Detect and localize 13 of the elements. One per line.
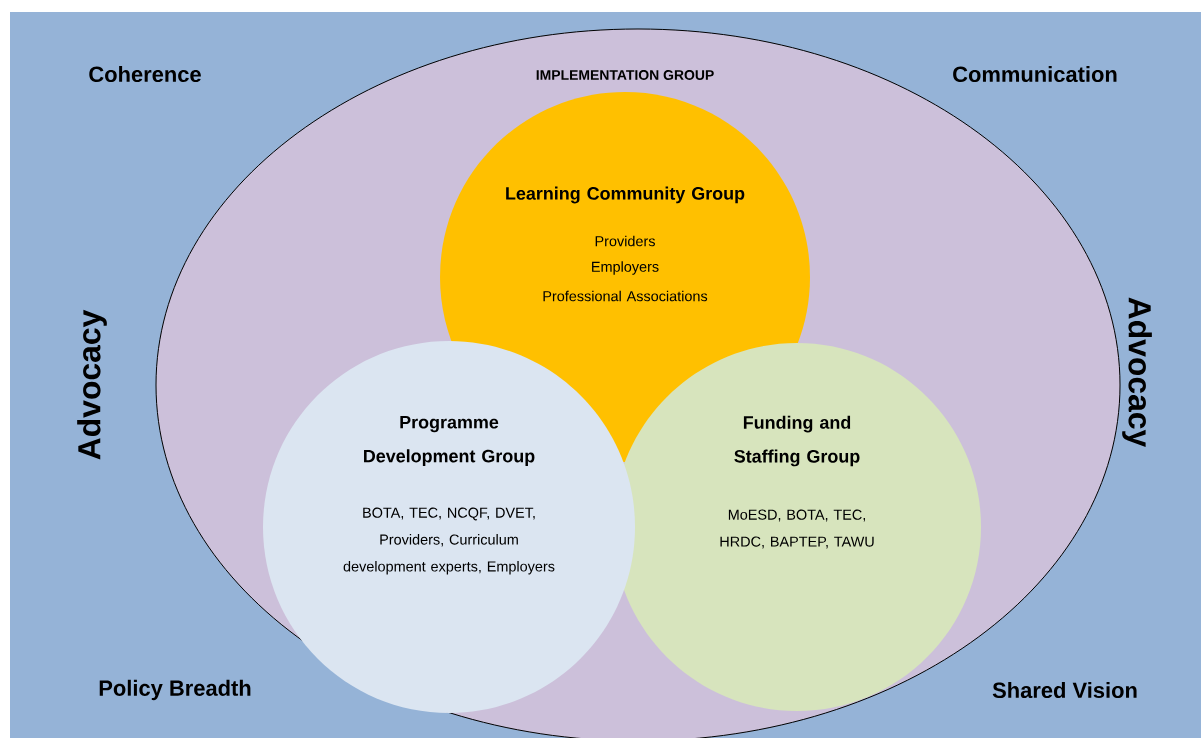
group-title: Learning Community Group <box>506 186 745 204</box>
group-title: Programme Development Group <box>364 416 535 466</box>
member-list: MoESD, BOTA, TEC, HRDC, BAPTEP, TAWU <box>720 509 874 549</box>
member-list: Professional Associations <box>543 290 708 302</box>
principle-label: Coherence <box>89 65 201 83</box>
principle-label: Advocacy <box>1122 297 1152 448</box>
member-list: BOTA, TEC, NCQF, DVET, Providers, Curriculum development experts, Employers <box>343 507 555 575</box>
principle-label: Communication <box>953 65 1117 83</box>
group-title: Funding and Staffing Group <box>734 415 860 467</box>
member-list: Providers <box>595 235 655 247</box>
group-title: IMPLEMENTATION GROUP <box>536 70 714 80</box>
member-list: Employers <box>592 261 659 275</box>
principle-label: Advocacy <box>77 309 107 460</box>
